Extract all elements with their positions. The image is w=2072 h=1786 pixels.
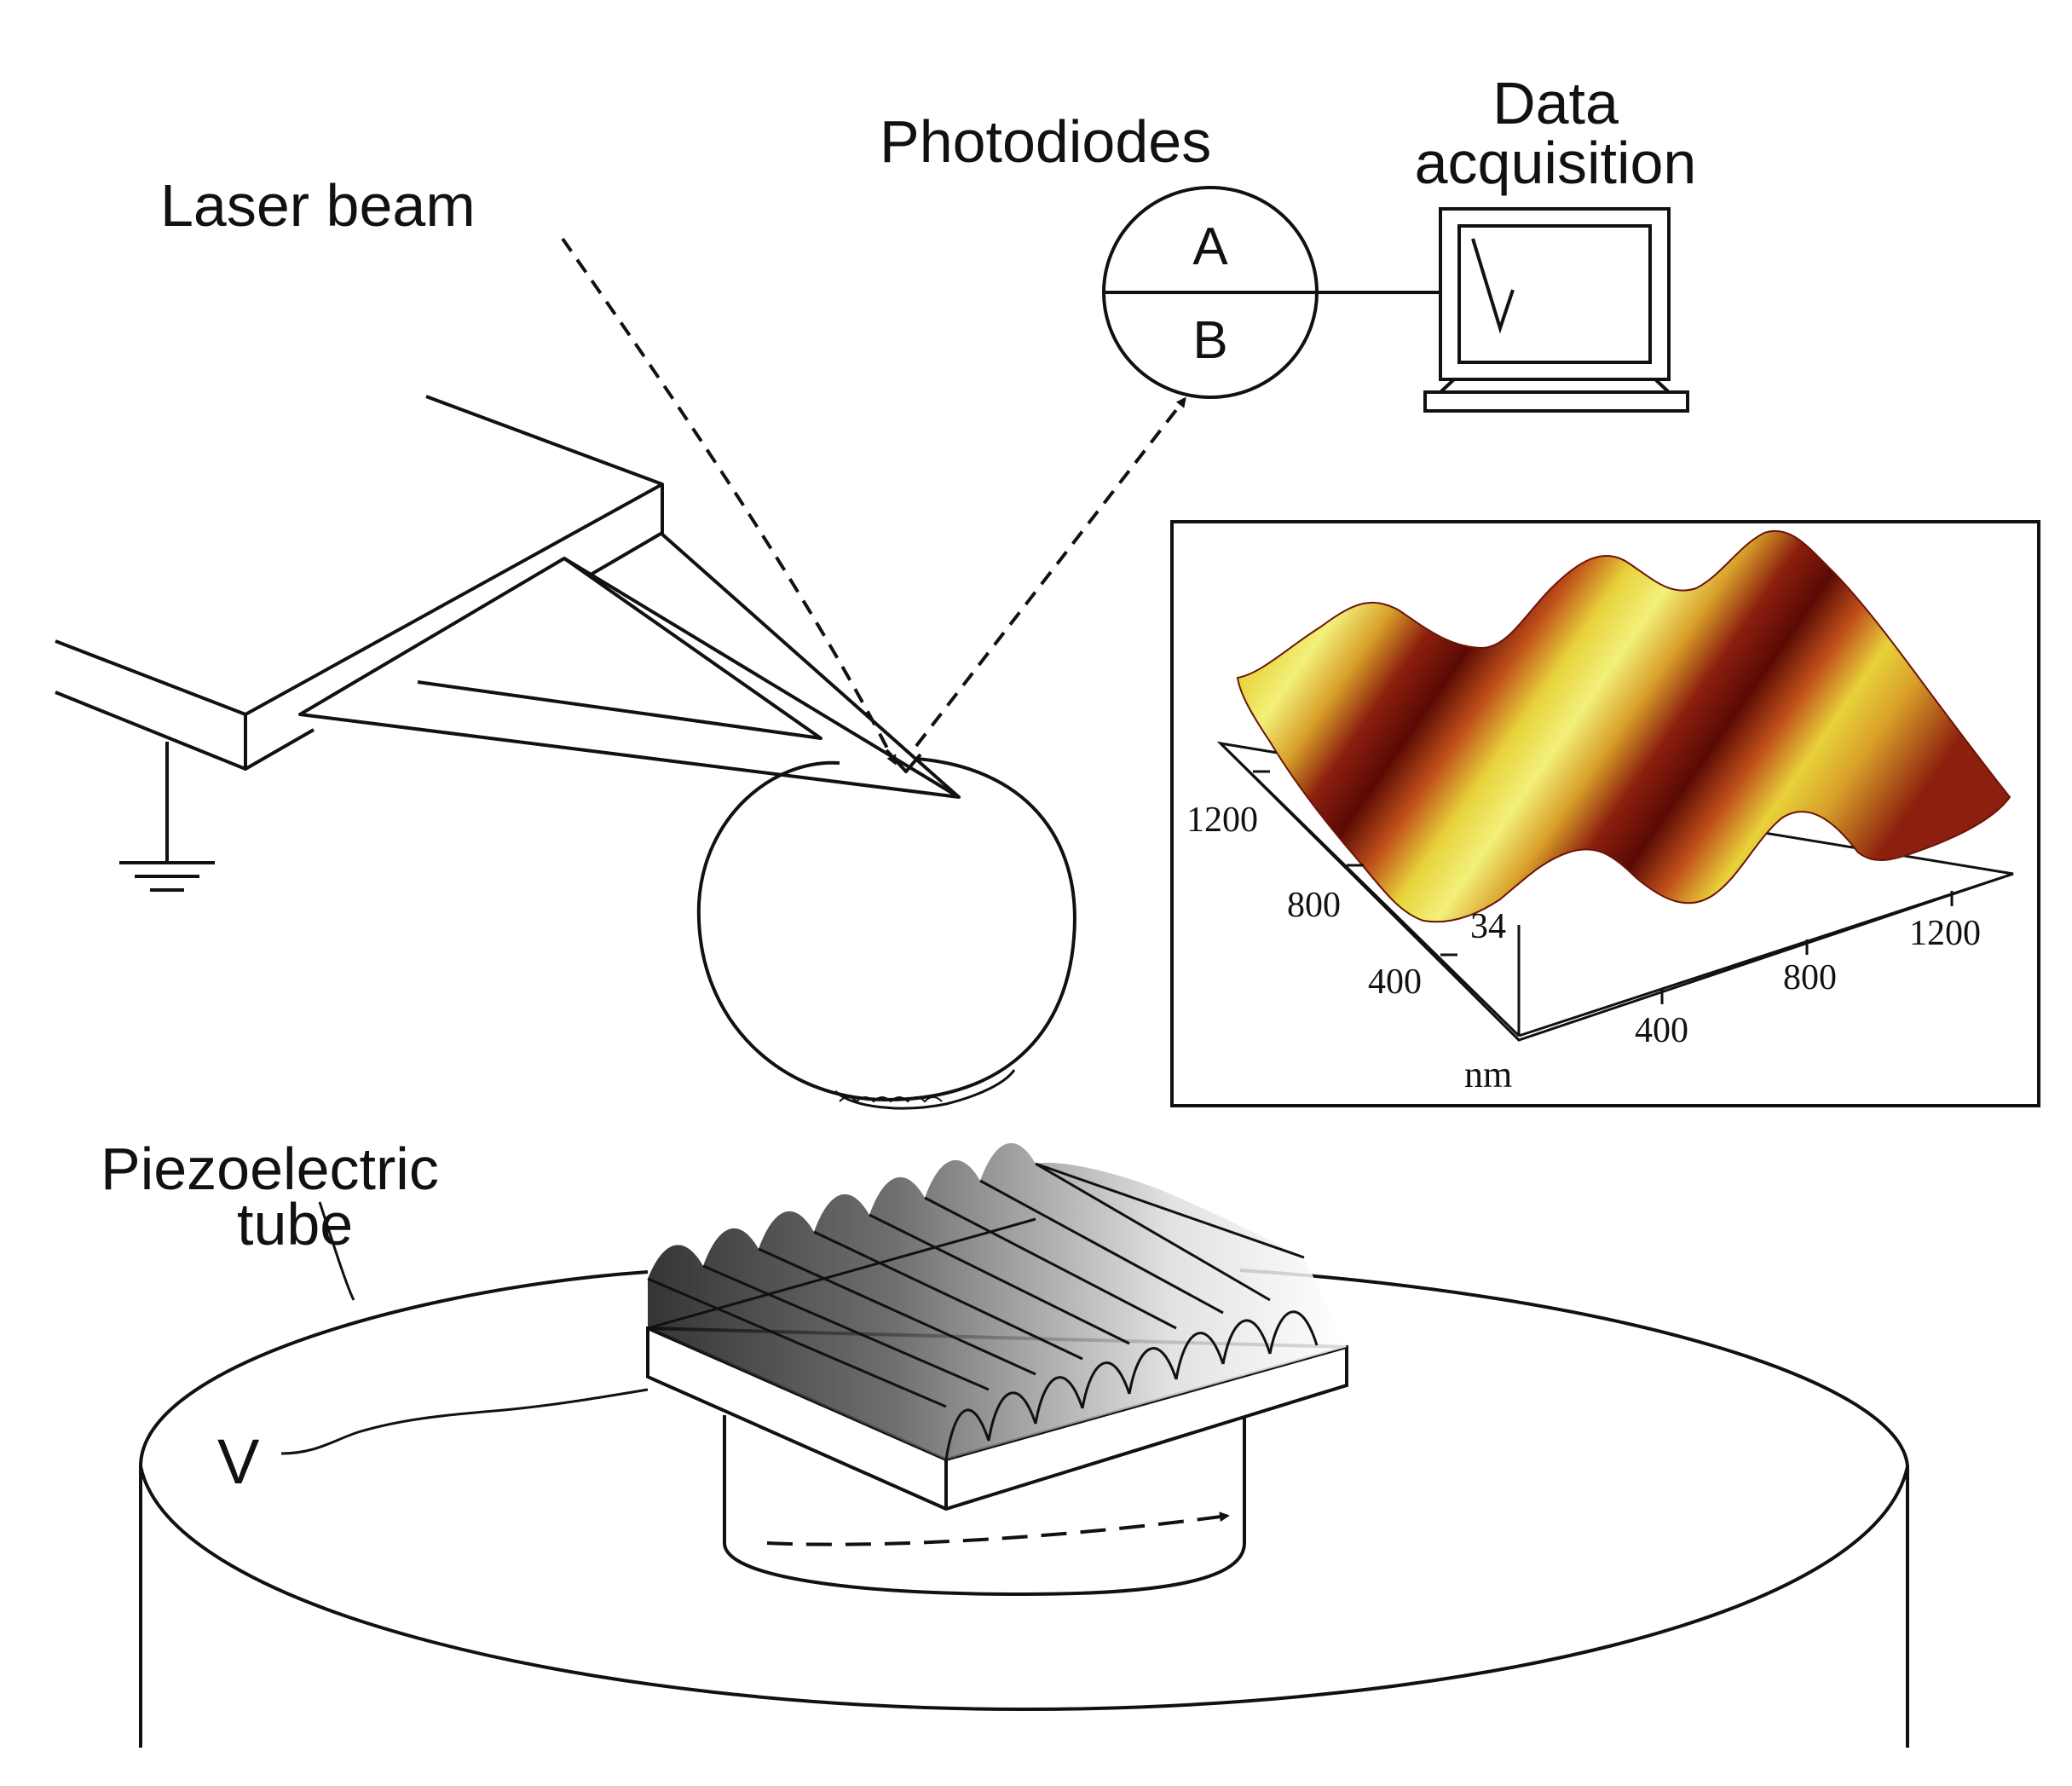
rotation-arrow (766, 1511, 1230, 1546)
photodiode (1102, 186, 1440, 399)
sample-sphere (696, 757, 1076, 1110)
inset-x-tick-800: 800 (1783, 958, 1837, 997)
laser-beam-label: Laser beam (160, 172, 476, 239)
ground-icon (119, 742, 215, 892)
inset-x-tick-400: 400 (1635, 1011, 1688, 1050)
afm-surface (1236, 529, 2011, 923)
inset-x-tick-1200: 1200 (1909, 914, 1981, 953)
piezo-label-line1: Piezoelectric (101, 1136, 439, 1202)
grating-ridges (647, 1142, 1347, 1460)
cantilever (55, 395, 961, 799)
data-acquisition-label-line1: Data (1492, 70, 1619, 136)
afm-topography-inset: 1200 800 400 34 400 800 1200 nm (1170, 520, 2040, 1107)
monitor-icon (1423, 207, 1689, 413)
inset-y-tick-400: 400 (1368, 962, 1422, 1002)
inset-z-tick: 34 (1470, 907, 1506, 946)
inset-y-tick-800: 800 (1287, 886, 1341, 925)
voltage-label: V (217, 1426, 260, 1497)
photodiode-a-label: A (1192, 217, 1228, 276)
data-acquisition-label-line2: acquisition (1415, 130, 1697, 196)
inset-y-tick-1200: 1200 (1186, 801, 1258, 840)
piezoelectric-tube (139, 1201, 1909, 1748)
inset-unit-label: nm (1464, 1054, 1512, 1095)
laser-beam-path (561, 237, 1186, 766)
photodiode-b-label: B (1192, 311, 1227, 370)
photodiodes-label: Photodiodes (880, 108, 1211, 175)
